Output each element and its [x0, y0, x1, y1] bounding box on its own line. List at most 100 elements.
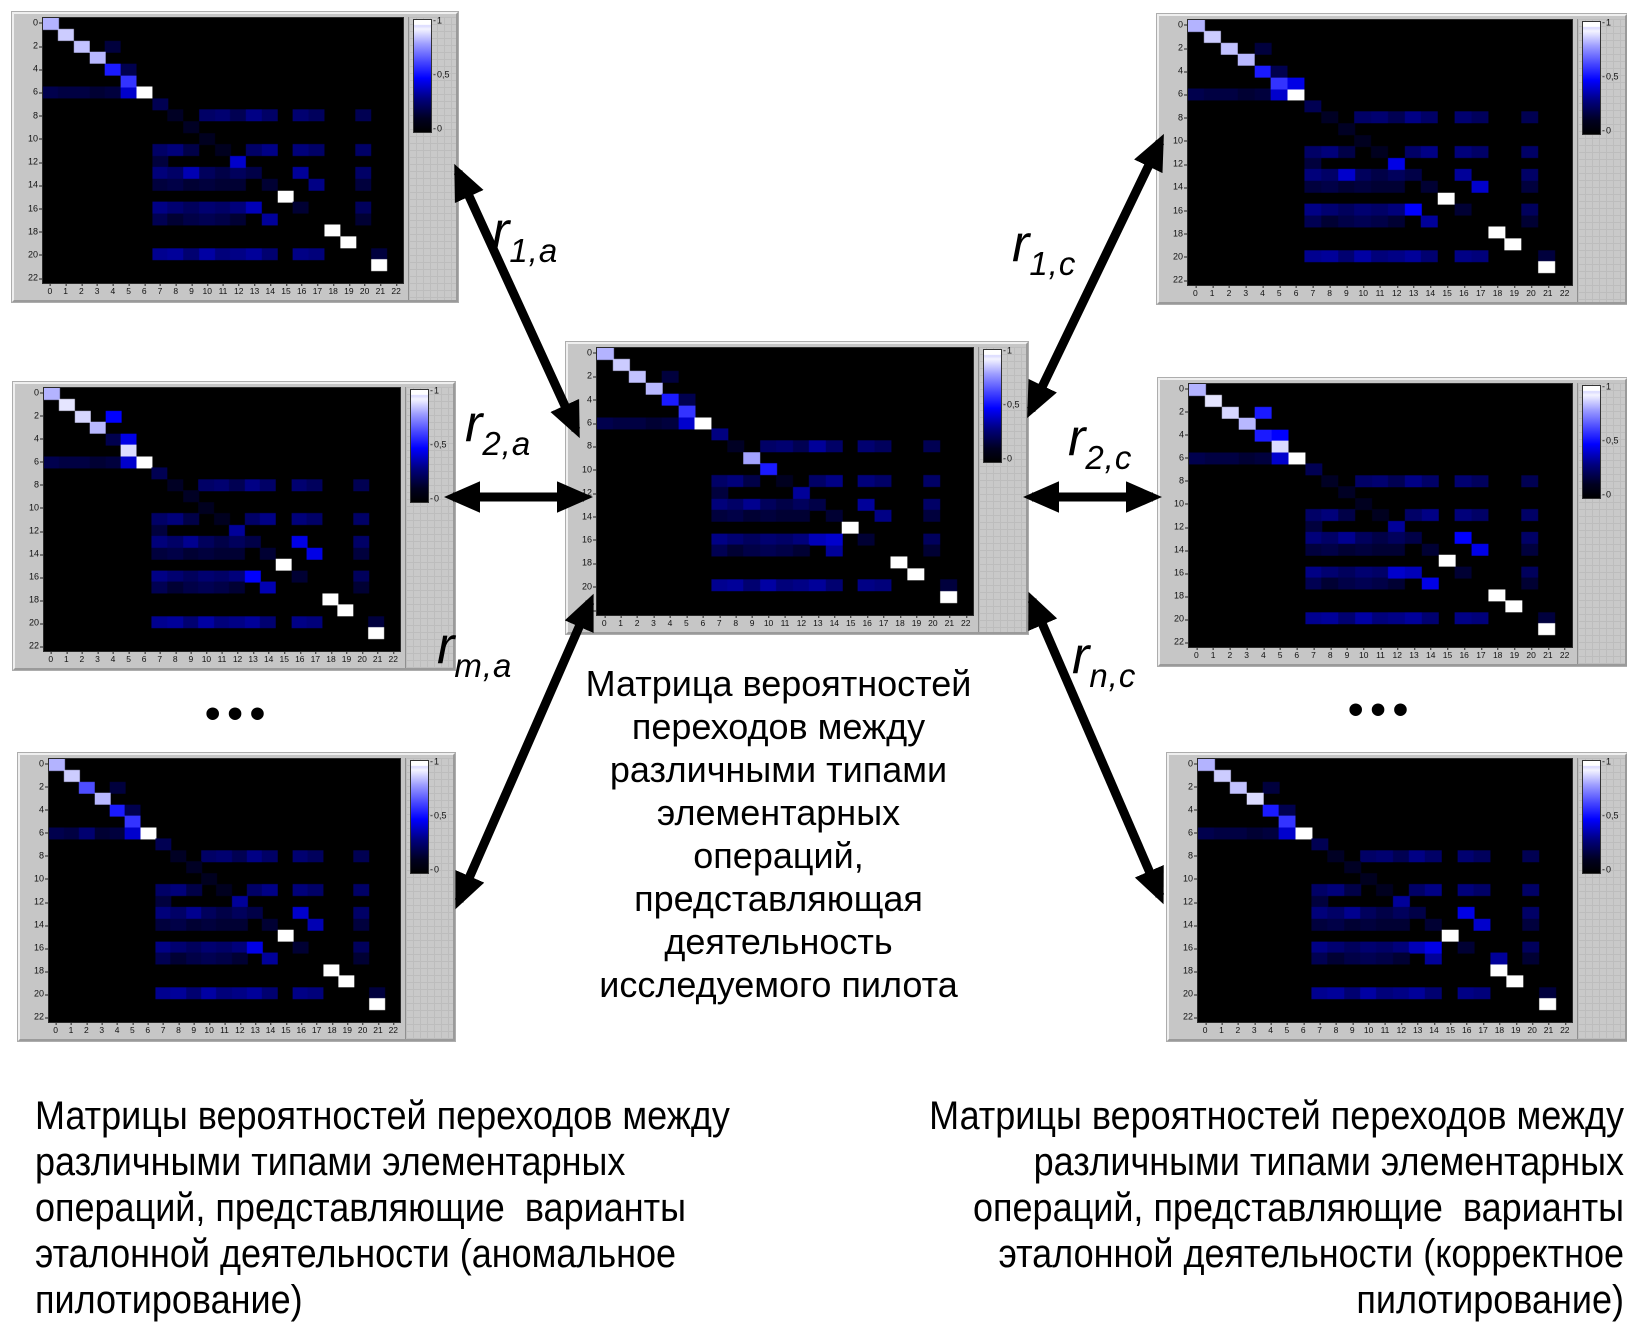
colorbar-panel: 10,50: [1577, 757, 1625, 1039]
caption-line: Матрицы вероятностей переходов между: [35, 1094, 730, 1138]
x-tick-label: 6: [1300, 1023, 1306, 1035]
colorbar-tick-label: 0,5: [430, 811, 447, 821]
x-tick-label: 14: [265, 284, 275, 296]
y-tick-label: 6: [32, 86, 43, 97]
y-tick-label: 8: [32, 110, 43, 121]
y-tick-label: 22: [28, 640, 44, 651]
x-tick-label: 15: [1442, 286, 1452, 298]
x-tick-label: 1: [63, 284, 68, 296]
relation-subscript: n,c: [1089, 657, 1137, 694]
x-tick-label: 11: [1380, 1023, 1390, 1035]
x-tick-label: 7: [1310, 286, 1316, 298]
caption-correct-piloting: Матрицы вероятностей переходов между раз…: [832, 1093, 1624, 1323]
x-tick-label: 22: [1559, 286, 1570, 298]
y-tick-label: 20: [1182, 988, 1198, 999]
y-tick-label: 12: [28, 525, 44, 536]
x-tick-label: 18: [1492, 648, 1503, 660]
colorbar-tick-label: 0,5: [1602, 811, 1619, 821]
y-tick-label: 22: [1173, 636, 1189, 647]
colorbar-panel: 10,50: [405, 386, 453, 668]
y-tick-label: 20: [1172, 251, 1188, 262]
heatmap-plot: [42, 17, 404, 284]
y-tick-label: 0: [1187, 758, 1198, 769]
x-tick-label: 12: [234, 284, 244, 296]
colorbar-tick-label: 0,5: [1602, 436, 1619, 446]
x-tick-label: 6: [141, 284, 147, 296]
y-tick-label: 18: [28, 594, 44, 605]
x-tick-label: 1: [1219, 1023, 1224, 1035]
heatmap-canvas: [43, 18, 403, 283]
x-tick-label: 4: [114, 1023, 120, 1035]
x-tick-label: 17: [1476, 648, 1486, 660]
x-tick-label: 6: [141, 652, 147, 664]
x-tick-label: 4: [110, 284, 116, 296]
relation-symbol: r: [437, 617, 455, 675]
x-tick-label: 15: [846, 616, 856, 628]
ellipsis-right: •••: [1348, 685, 1416, 734]
heatmap-canvas: [597, 348, 973, 615]
x-tick-label: 5: [126, 284, 131, 296]
x-tick-label: 10: [204, 1023, 214, 1035]
x-tick-label: 16: [1459, 286, 1469, 298]
x-tick-label: 15: [281, 1023, 291, 1035]
y-tick-label: 14: [33, 919, 49, 930]
x-tick-label: 20: [357, 1023, 368, 1035]
colorbar-tick-label: 0,5: [430, 440, 447, 450]
x-tick-label: 2: [79, 652, 85, 664]
center-matrix-description: Матрица вероятностей переходов между раз…: [566, 662, 991, 1006]
x-tick-label: 18: [326, 652, 336, 664]
x-tick-label: 8: [172, 652, 178, 664]
y-tick-label: 8: [586, 440, 597, 451]
relation-symbol: r: [492, 202, 510, 260]
colorbar-gradient: [1582, 760, 1601, 874]
x-tick-label: 6: [1293, 286, 1299, 298]
x-tick-label: 8: [733, 616, 739, 628]
y-tick-label: 20: [28, 617, 44, 628]
colorbar-panel: 10,50: [978, 346, 1026, 632]
x-tick-label: 4: [1260, 286, 1265, 298]
x-tick-label: 7: [1317, 1023, 1322, 1035]
center-text-line: элементарных: [656, 792, 901, 833]
caption-line: различными типами элементарных: [35, 1140, 626, 1184]
x-tick-label: 9: [1344, 286, 1349, 298]
y-tick-label: 4: [586, 394, 597, 405]
y-tick-label: 18: [27, 226, 43, 237]
colorbar-panel: 10,50: [1577, 18, 1625, 302]
y-tick-label: 4: [38, 804, 49, 815]
relation-subscript: 1,a: [509, 232, 559, 269]
colorbar-gradient: [1582, 21, 1601, 135]
y-tick-label: 20: [27, 249, 43, 260]
colorbar-tick-label: 0: [430, 494, 439, 504]
x-tick-label: 17: [310, 652, 321, 664]
x-tick-label: 15: [1445, 1023, 1456, 1035]
x-tick-label: 7: [157, 652, 163, 664]
x-tick-label: 2: [83, 1023, 89, 1035]
colorbar-tick-label: 0: [430, 865, 439, 875]
x-tick-label: 10: [1363, 1023, 1374, 1035]
x-tick-label: 2: [1235, 1023, 1241, 1035]
x-tick-label: 18: [1492, 286, 1503, 298]
x-tick-label: 22: [388, 1023, 399, 1035]
colorbar-tick-label: 0: [1602, 865, 1611, 875]
center-text-line: различными типами: [609, 749, 948, 790]
x-tick-label: 21: [373, 1023, 383, 1035]
x-tick-label: 18: [1494, 1023, 1505, 1035]
center-text-line: исследуемого пилота: [599, 964, 958, 1005]
x-tick-label: 3: [1244, 648, 1249, 660]
x-tick-label: 17: [1478, 1023, 1488, 1035]
y-tick-label: 8: [38, 850, 49, 861]
y-tick-label: 4: [33, 433, 44, 444]
y-tick-label: 6: [1177, 88, 1188, 99]
x-tick-label: 22: [961, 616, 971, 628]
x-tick-label: 19: [1509, 648, 1520, 660]
x-tick-label: 1: [1210, 648, 1216, 660]
relation-label-rma: rm,a: [437, 620, 512, 682]
